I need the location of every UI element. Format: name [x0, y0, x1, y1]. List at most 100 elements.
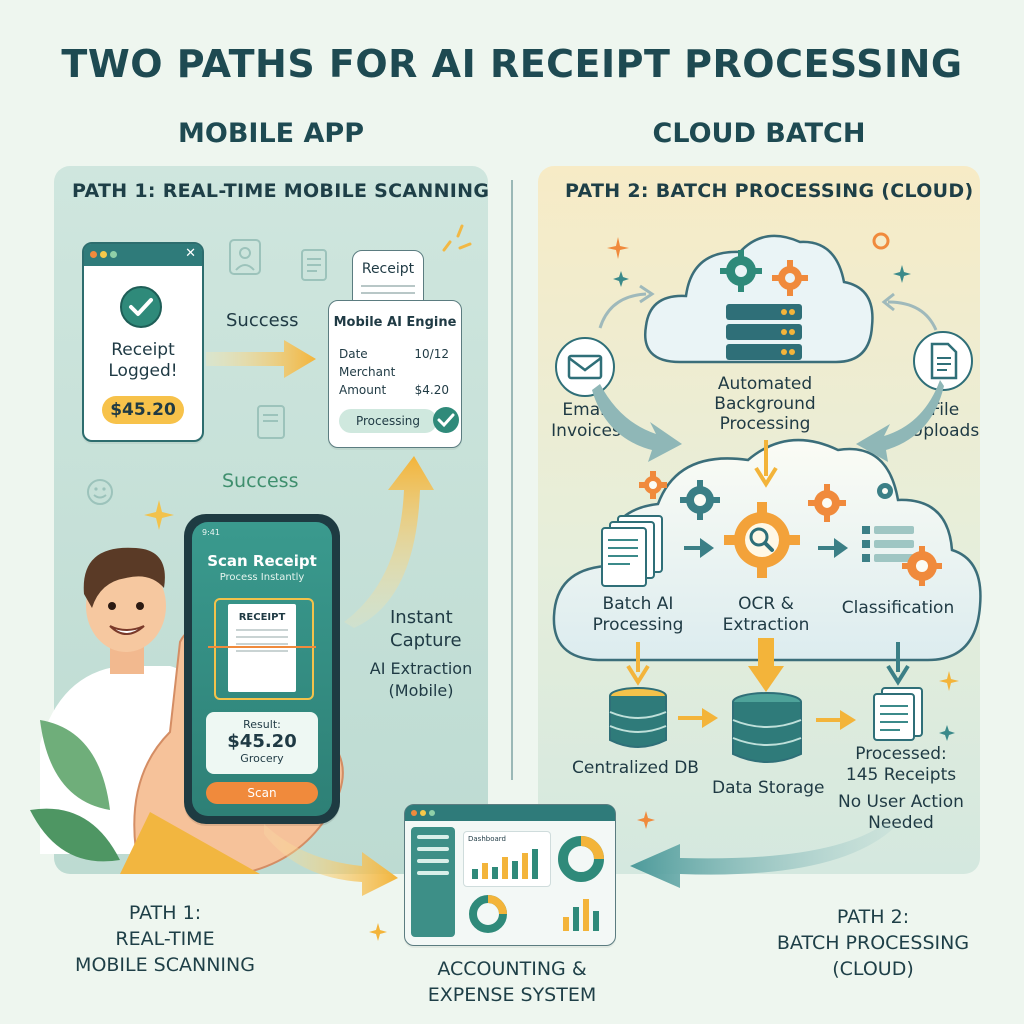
- database-icon: [609, 687, 667, 748]
- gear-icon: [720, 250, 762, 292]
- window-dot-icon: [411, 810, 417, 816]
- scan-frame: [214, 598, 314, 700]
- window-dot-icon: [420, 810, 426, 816]
- ocr-magnifier-gear-icon: [724, 502, 800, 578]
- system-label-line1: ACCOUNTING &: [437, 958, 587, 980]
- sparkle-icon: [637, 811, 655, 829]
- cloud-column-heading: CLOUD BATCH: [652, 118, 866, 149]
- server-stack-icon: [726, 304, 802, 360]
- cloud-to-system-arrow: [630, 824, 896, 888]
- cloud-footer-line2: BATCH PROCESSING: [776, 932, 970, 954]
- phone-receipt: RECEIPT: [228, 604, 296, 692]
- capture-line2: Capture: [390, 630, 462, 651]
- ocr-line1: OCR &: [738, 594, 794, 614]
- mobile-ai-engine-card: Mobile AI Engine Date 10/12 Merchant Amo…: [328, 300, 462, 448]
- processed-line1: Processed:: [855, 744, 947, 764]
- scan-line: [208, 646, 316, 648]
- automated-down-arrow: [754, 440, 778, 488]
- pie-chart-icon: [558, 836, 604, 882]
- window-dot-icon: [90, 251, 97, 258]
- sparkle-icon: [939, 725, 955, 741]
- batch-down-arrow: [626, 642, 650, 686]
- classification-list-gear-icon: [862, 526, 942, 586]
- phone-scan-button[interactable]: Scan: [206, 782, 318, 804]
- capture-line4: (Mobile): [388, 681, 454, 700]
- sparkle-star-icon: [144, 500, 174, 530]
- success-label-glow: Success: [222, 470, 299, 492]
- automated-line3: Processing: [719, 414, 811, 434]
- gear-icon: [877, 483, 893, 499]
- phone-heading: Scan Receipt: [207, 552, 317, 570]
- receipt-logged-line2: Logged!: [108, 361, 178, 381]
- mobile-footer-line1: PATH 1:: [128, 902, 202, 924]
- file-to-batch-arrow: [856, 380, 944, 462]
- file-upload-icon: [913, 331, 973, 391]
- phone-subheading: Process Instantly: [219, 572, 305, 583]
- top-cloud: [643, 234, 874, 364]
- phone-clock: 9:41: [202, 528, 220, 537]
- page-title: TWO PATHS FOR AI RECEIPT PROCESSING: [61, 42, 963, 86]
- mobile-footer-line3: MOBILE SCANNING: [75, 954, 255, 976]
- receipt-logged-window: ✕ Receipt Logged! $45.20: [82, 242, 204, 442]
- success-label-top: Success: [226, 310, 299, 331]
- phone-device: 9:41 Scan Receipt Process Instantly RECE…: [184, 514, 340, 824]
- automated-line2: Background: [714, 394, 816, 414]
- data-storage-label: Data Storage: [712, 778, 825, 798]
- email-to-cloud-arrow: [598, 284, 655, 329]
- sparkle-icon: [893, 265, 911, 283]
- capture-line1: Instant: [390, 607, 453, 628]
- edit-document-icon: [257, 405, 285, 439]
- ring-icon: [872, 232, 890, 250]
- sparkle-icon: [613, 271, 629, 287]
- storage-to-processed-arrow: [816, 710, 856, 730]
- batch-to-ocr-arrow: [684, 538, 714, 558]
- processing-status-pill: Processing: [339, 409, 437, 433]
- accounting-dashboard-window: Dashboard: [404, 804, 616, 946]
- success-arrow: [206, 340, 316, 378]
- person-card-icon: [229, 239, 261, 275]
- file-to-cloud-arrow: [881, 292, 938, 331]
- sparkle-rays-icon: [442, 224, 472, 252]
- engine-amount-value: $4.20: [414, 383, 449, 397]
- envelope-icon: [555, 337, 615, 397]
- engine-date-value: 10/12: [414, 347, 449, 361]
- classification-down-arrow: [886, 642, 910, 686]
- email-label-line2: Invoices: [551, 421, 621, 441]
- cloud-footer-line1: PATH 2:: [836, 906, 910, 928]
- db-to-storage-arrow: [678, 708, 718, 728]
- file-label-line2: Uploads: [910, 421, 980, 441]
- mini-bar-chart-icon: [563, 899, 599, 931]
- engine-card-title: Mobile AI Engine: [333, 315, 457, 330]
- upload-curve-arrow: [344, 456, 434, 628]
- leaf-decoration: [30, 720, 120, 862]
- capture-line3: AI Extraction: [369, 659, 473, 678]
- data-storage-icon: [732, 692, 802, 763]
- phone-receipt-label: RECEIPT: [238, 612, 286, 623]
- file-label-line1: File: [930, 400, 960, 420]
- dashboard-bar-panel: Dashboard: [463, 831, 551, 887]
- receipt-slip-label: Receipt: [361, 261, 415, 277]
- no-action-line1: No User Action: [838, 792, 964, 812]
- center-divider: [511, 180, 513, 780]
- engine-date-label: Date: [339, 347, 368, 361]
- gear-icon: [680, 480, 720, 520]
- ocr-down-arrow: [748, 638, 784, 692]
- phone-result-amount: $45.20: [227, 731, 297, 752]
- engine-merchant-label: Merchant: [339, 365, 396, 379]
- processed-documents-icon: [873, 687, 923, 741]
- classification-label: Classification: [841, 598, 955, 618]
- close-icon[interactable]: ✕: [185, 246, 196, 261]
- gear-icon: [639, 471, 667, 499]
- batch-ai-line2: Processing: [592, 615, 684, 635]
- cloud-footer-line3: (CLOUD): [832, 958, 914, 980]
- email-to-batch-arrow: [592, 384, 682, 462]
- receipt-logged-line1: Receipt: [111, 340, 175, 360]
- sparkle-icon: [369, 923, 387, 941]
- ocr-line2: Extraction: [722, 615, 810, 635]
- centralized-db-label: Centralized DB: [572, 758, 699, 778]
- engine-amount-label: Amount: [339, 383, 387, 397]
- mobile-panel-title: PATH 1: REAL-TIME MOBILE SCANNING: [72, 180, 490, 202]
- document-outline-icon: [301, 249, 327, 281]
- sparkle-icon: [939, 671, 959, 691]
- dashboard-label: Dashboard: [468, 835, 506, 843]
